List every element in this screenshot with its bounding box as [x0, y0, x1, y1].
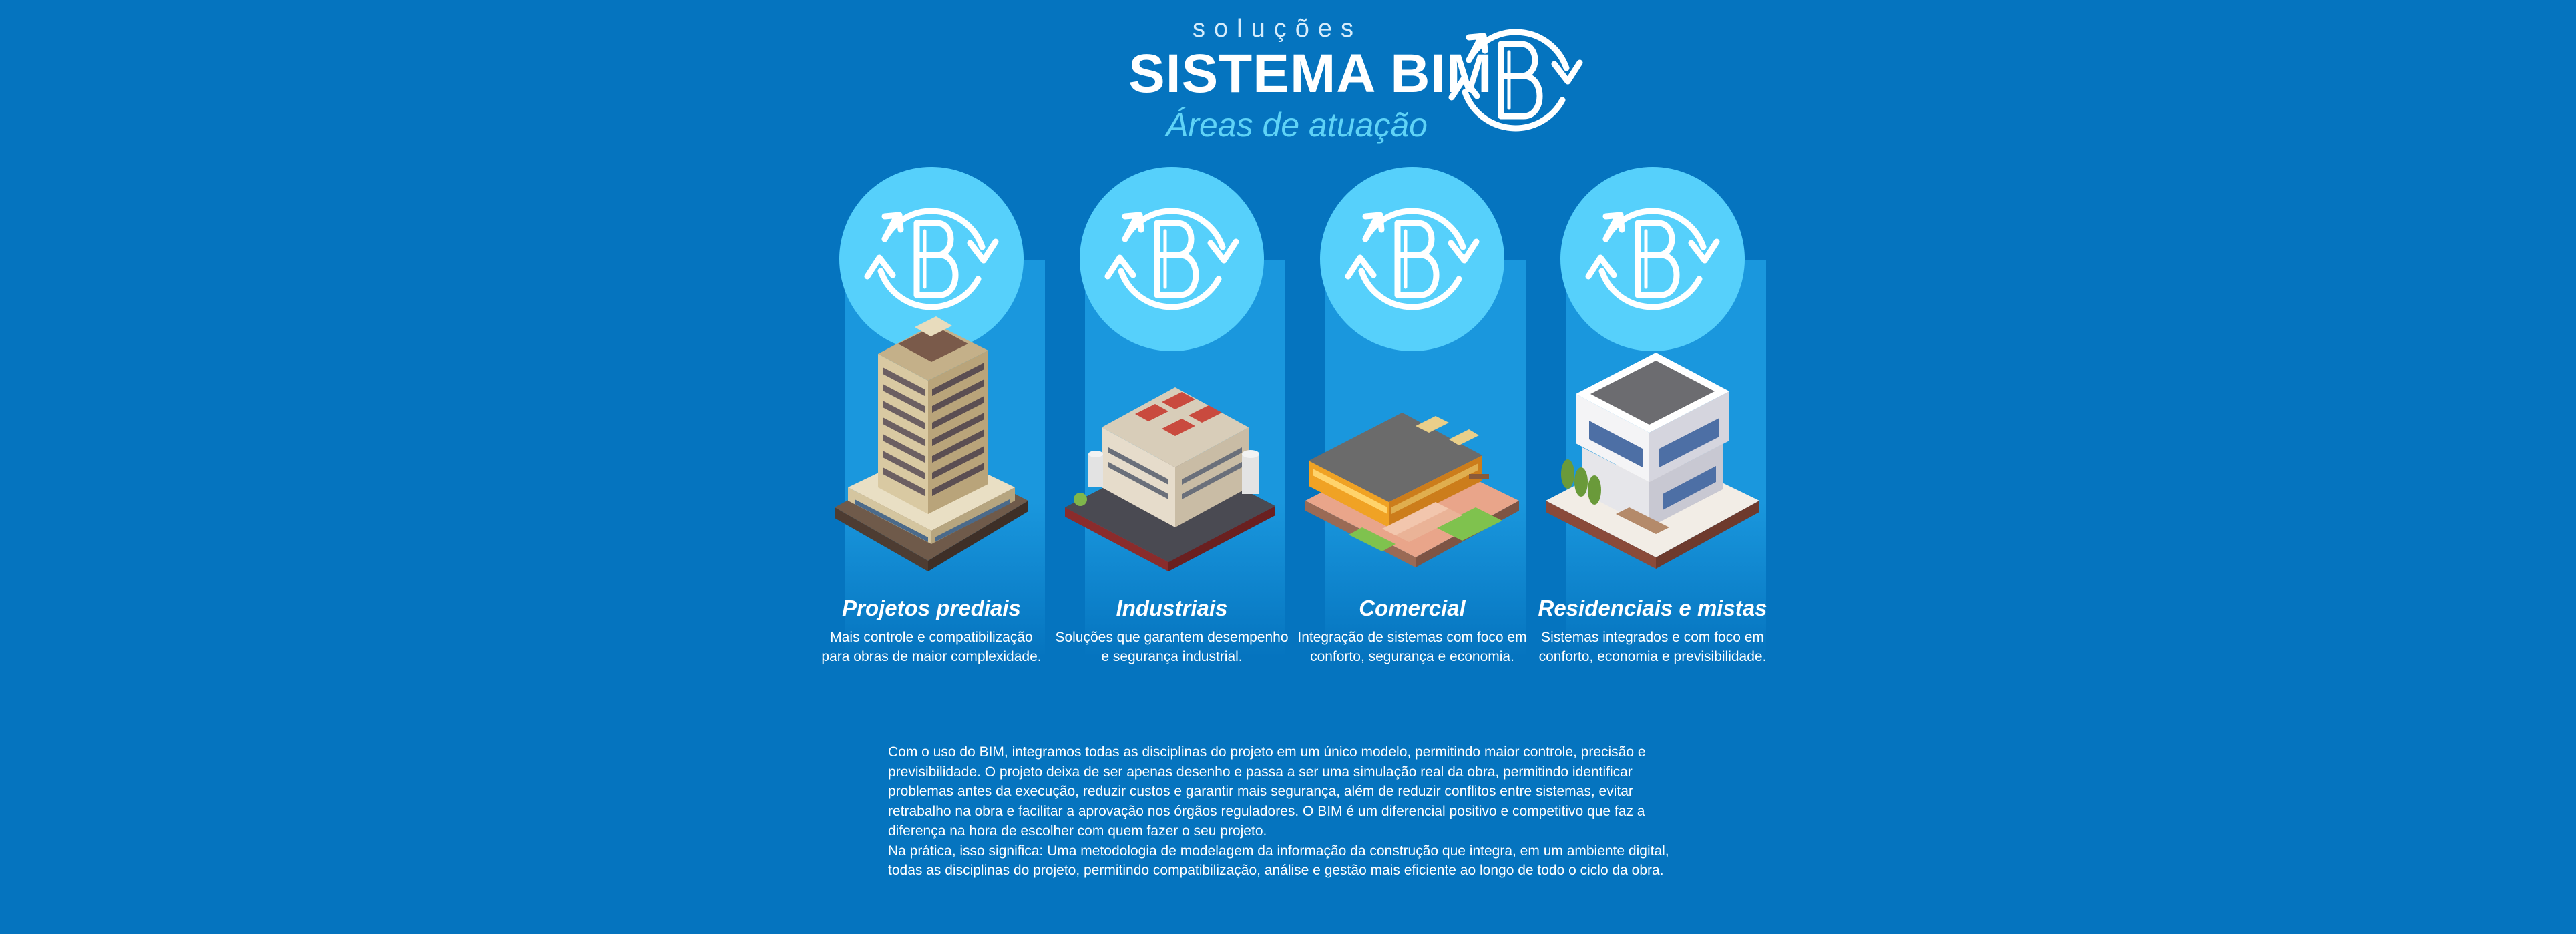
- page-subtitle: Áreas de atuação: [1166, 106, 1428, 144]
- areas-cards: Projetos prediais Mais controle e compat…: [821, 167, 1769, 701]
- card-comercial: Comercial Integração de sistemas com foc…: [1297, 167, 1527, 701]
- body-paragraph: Na prática, isso significa: Uma metodolo…: [888, 843, 1669, 879]
- card-industriais: Industriais Soluções que garantem desemp…: [1055, 167, 1289, 701]
- card-circle: [1560, 167, 1745, 351]
- residential-house-illustration: [1546, 353, 1759, 569]
- card-description: Soluções que garantem desempenho e segur…: [1055, 630, 1289, 664]
- card-title: Projetos prediais: [842, 596, 1021, 620]
- page-header: soluções SISTEMA BIM Áreas de atuação: [1128, 12, 1589, 152]
- header-kicker: soluções: [1193, 15, 1362, 43]
- card-description: Integração de sistemas com foco em confo…: [1297, 630, 1527, 664]
- factory-illustration: [1065, 387, 1275, 571]
- card-circle: [1080, 167, 1264, 351]
- card-projetos-prediais: Projetos prediais Mais controle e compat…: [821, 167, 1045, 701]
- card-description: Sistemas integrados e com foco em confor…: [1538, 630, 1767, 664]
- card-title: Comercial: [1359, 596, 1466, 620]
- card-circle: [1320, 167, 1504, 351]
- card-description: Mais controle e compatibilização para ob…: [821, 630, 1042, 664]
- card-title: Residenciais e mistas: [1538, 596, 1767, 620]
- page-title: SISTEMA BIM: [1128, 43, 1493, 104]
- card-title: Industriais: [1116, 596, 1228, 620]
- body-paragraph: Com o uso do BIM, integramos todas as di…: [888, 744, 1646, 839]
- bim-cycle-icon: [1439, 7, 1592, 154]
- body-text: Com o uso do BIM, integramos todas as di…: [888, 742, 1689, 881]
- commercial-building-illustration: [1305, 413, 1519, 567]
- tower-building-illustration: [835, 316, 1028, 571]
- card-residenciais-mistas: Residenciais e mistas Sistemas integrado…: [1538, 167, 1767, 701]
